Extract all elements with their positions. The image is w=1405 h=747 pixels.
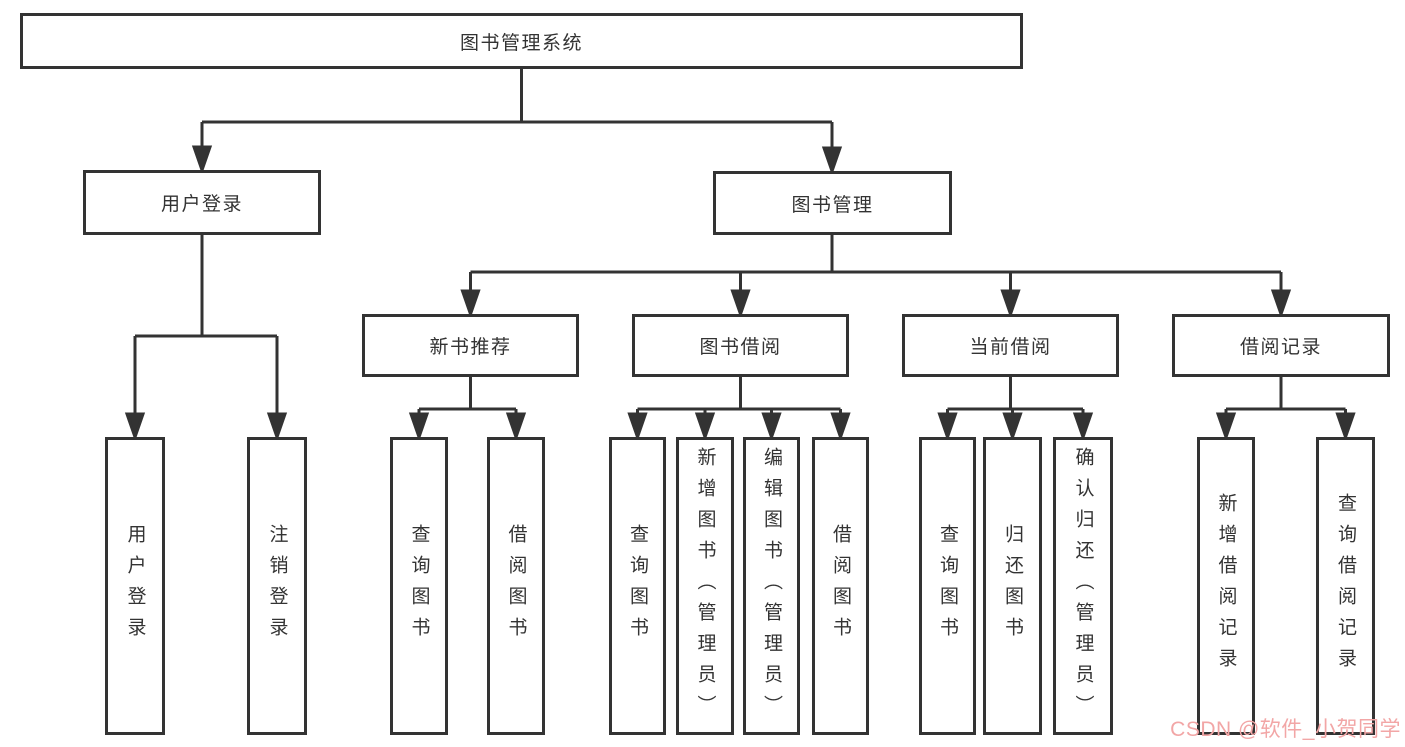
connector-line xyxy=(636,377,842,415)
connector-line xyxy=(1224,377,1347,415)
node-label: 当前借阅 xyxy=(969,337,1052,358)
arrow-down-icon xyxy=(730,289,751,319)
arrow-down-icon xyxy=(408,412,430,442)
connector-root-split xyxy=(191,69,843,176)
node-label: 确认归还（管理员） xyxy=(1072,446,1094,726)
arrow-down-icon xyxy=(694,412,716,442)
node-label: 查询图书 xyxy=(627,524,648,648)
watermark: CSDN @软件_小贺同学 xyxy=(1170,718,1401,741)
connector-line xyxy=(133,235,279,415)
node-label: 图书管理系统 xyxy=(459,32,583,54)
arrow-down-icon xyxy=(1335,412,1356,442)
arrow-down-icon xyxy=(266,412,288,442)
connector-line xyxy=(469,235,1283,292)
node-label: 借阅图书 xyxy=(830,524,851,648)
connector-new-books-split xyxy=(408,377,527,442)
arrow-down-icon xyxy=(1002,412,1023,442)
node-label: 图书管理 xyxy=(791,194,874,216)
leaf-add-borrow-record: 新增借阅记录 xyxy=(1197,437,1255,735)
arrow-down-icon xyxy=(505,412,527,442)
connector-borrow-split xyxy=(627,377,851,442)
arrow-down-icon xyxy=(761,412,782,442)
node-current-borrowing: 当前借阅 xyxy=(902,314,1119,377)
arrow-down-icon xyxy=(821,146,843,176)
node-borrowing-records: 借阅记录 xyxy=(1172,314,1390,377)
leaf-query-books-3: 查询图书 xyxy=(919,437,976,735)
node-label: 查询图书 xyxy=(408,524,430,648)
connector-book-mgmt-split xyxy=(460,235,1292,319)
node-library-system: 图书管理系统 xyxy=(20,13,1023,69)
arrow-down-icon xyxy=(1072,412,1094,442)
node-new-book-recommend: 新书推荐 xyxy=(362,314,579,377)
connector-current-split xyxy=(937,377,1094,442)
connector-records-split xyxy=(1215,377,1356,442)
node-label: 新增图书（管理员） xyxy=(694,446,716,726)
leaf-logout: 注销登录 xyxy=(247,437,307,735)
node-label: 借阅记录 xyxy=(1239,337,1322,358)
arrow-down-icon xyxy=(124,412,146,442)
connector-line xyxy=(200,69,834,150)
arrow-down-icon xyxy=(191,145,213,175)
node-label: 查询借阅记录 xyxy=(1335,493,1356,679)
leaf-query-books-1: 查询图书 xyxy=(390,437,448,735)
arrow-down-icon xyxy=(1000,289,1021,319)
leaf-borrow-books-2: 借阅图书 xyxy=(812,437,869,735)
node-label: 借阅图书 xyxy=(505,524,527,648)
leaf-confirm-return-admin: 确认归还（管理员） xyxy=(1053,437,1113,735)
leaf-query-books-2: 查询图书 xyxy=(609,437,666,735)
leaf-return-books: 归还图书 xyxy=(983,437,1042,735)
node-book-borrowing: 图书借阅 xyxy=(632,314,849,377)
node-user-login: 用户登录 xyxy=(83,170,321,235)
leaf-borrow-books-1: 借阅图书 xyxy=(487,437,545,735)
arrow-down-icon xyxy=(627,412,648,442)
node-label: 用户登录 xyxy=(124,524,146,648)
node-book-management: 图书管理 xyxy=(713,171,952,235)
arrow-down-icon xyxy=(1270,289,1292,319)
leaf-query-borrow-record: 查询借阅记录 xyxy=(1316,437,1375,735)
arrow-down-icon xyxy=(937,412,958,442)
node-label: 查询图书 xyxy=(937,524,958,648)
arrow-down-icon xyxy=(1215,412,1237,442)
connector-user-login-split xyxy=(124,235,288,442)
connector-line xyxy=(417,377,518,415)
node-label: 归还图书 xyxy=(1002,524,1023,648)
node-label: 新增借阅记录 xyxy=(1215,493,1237,679)
node-label: 图书借阅 xyxy=(699,337,782,358)
node-label: 注销登录 xyxy=(266,524,288,648)
leaf-edit-books-admin: 编辑图书（管理员） xyxy=(743,437,800,735)
node-label: 新书推荐 xyxy=(429,337,512,358)
leaf-add-books-admin: 新增图书（管理员） xyxy=(676,437,734,735)
node-label: 编辑图书（管理员） xyxy=(761,446,782,726)
leaf-user-login: 用户登录 xyxy=(105,437,165,735)
arrow-down-icon xyxy=(460,289,481,319)
connector-line xyxy=(946,377,1085,415)
arrow-down-icon xyxy=(830,412,851,442)
node-label: 用户登录 xyxy=(160,194,243,215)
